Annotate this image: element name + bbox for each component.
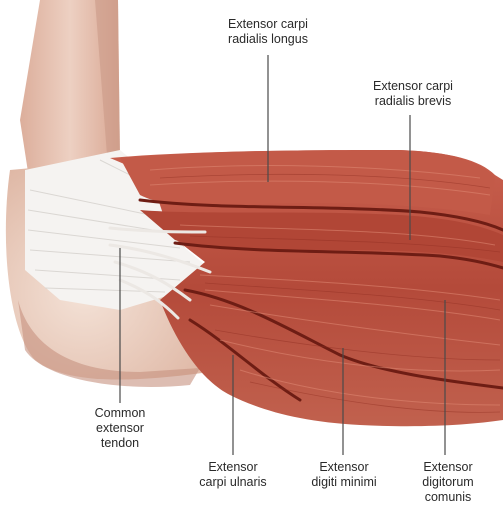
label-ecrb: Extensor carpi radialis brevis [348, 79, 478, 109]
label-ecu: Extensor carpi ulnaris [178, 460, 288, 490]
label-edc: Extensor digitorum comunis [400, 460, 496, 505]
label-edm: Extensor digiti minimi [292, 460, 396, 490]
label-common-extensor-tendon: Common extensor tendon [70, 406, 170, 451]
label-ecrl: Extensor carpi radialis longus [198, 17, 338, 47]
